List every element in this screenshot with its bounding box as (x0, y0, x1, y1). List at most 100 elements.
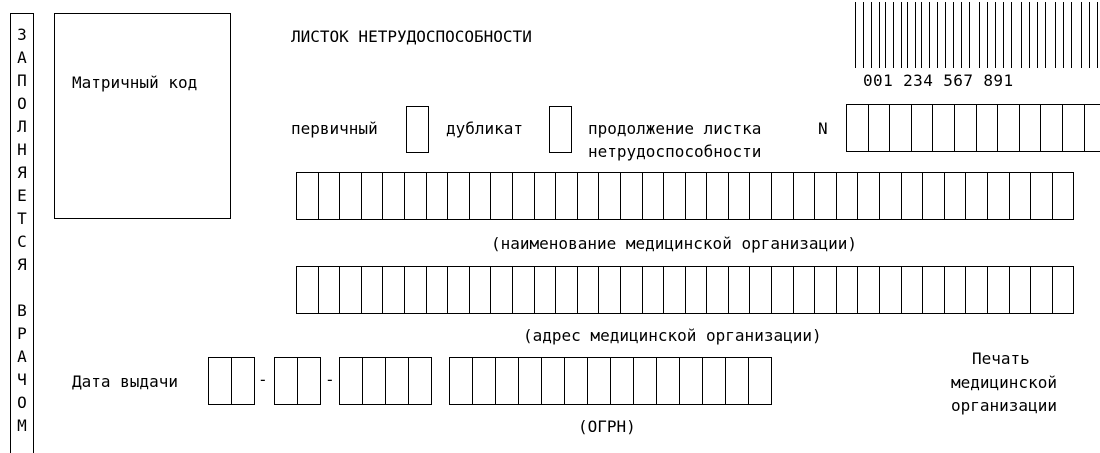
input-cell[interactable] (533, 172, 557, 220)
input-cell[interactable] (679, 357, 703, 405)
input-cell[interactable] (889, 104, 912, 152)
issue-year-cells[interactable] (339, 357, 432, 405)
input-cell[interactable] (943, 266, 967, 314)
input-cell[interactable] (1051, 172, 1075, 220)
input-cell[interactable] (879, 172, 902, 220)
input-cell[interactable] (846, 104, 869, 152)
input-cell[interactable] (702, 357, 726, 405)
input-cell[interactable] (706, 266, 729, 314)
input-cell[interactable] (403, 266, 427, 314)
input-cell[interactable] (727, 266, 751, 314)
input-cell[interactable] (598, 172, 621, 220)
input-cell[interactable] (382, 172, 405, 220)
input-cell[interactable] (587, 357, 611, 405)
input-cell[interactable] (835, 172, 859, 220)
input-cell[interactable] (857, 266, 881, 314)
input-cell[interactable] (317, 266, 341, 314)
input-cell[interactable] (518, 357, 542, 405)
input-cell[interactable] (1008, 172, 1032, 220)
input-cell[interactable] (932, 104, 955, 152)
input-cell[interactable] (339, 266, 362, 314)
input-cell[interactable] (339, 357, 363, 405)
input-cell[interactable] (360, 172, 384, 220)
input-cell[interactable] (449, 357, 473, 405)
input-cell[interactable] (511, 266, 535, 314)
duplicate-checkbox[interactable] (549, 106, 572, 153)
sheet-number-cells[interactable] (846, 104, 1100, 152)
input-cell[interactable] (1008, 266, 1032, 314)
input-cell[interactable] (953, 104, 977, 152)
input-cell[interactable] (663, 266, 686, 314)
input-cell[interactable] (725, 357, 749, 405)
input-cell[interactable] (749, 266, 773, 314)
input-cell[interactable] (533, 266, 557, 314)
input-cell[interactable] (317, 172, 341, 220)
input-cell[interactable] (555, 266, 578, 314)
input-cell[interactable] (641, 266, 665, 314)
input-cell[interactable] (910, 104, 934, 152)
input-cell[interactable] (619, 172, 643, 220)
input-cell[interactable] (619, 266, 643, 314)
primary-checkbox[interactable] (406, 106, 429, 153)
input-cell[interactable] (610, 357, 634, 405)
input-cell[interactable] (472, 357, 496, 405)
ogrn-cells[interactable] (449, 357, 772, 405)
input-cell[interactable] (1030, 172, 1053, 220)
input-cell[interactable] (362, 357, 386, 405)
org-name-cells[interactable] (296, 172, 1075, 220)
input-cell[interactable] (425, 266, 449, 314)
input-cell[interactable] (965, 172, 988, 220)
input-cell[interactable] (468, 172, 492, 220)
input-cell[interactable] (425, 172, 449, 220)
input-cell[interactable] (1061, 104, 1085, 152)
input-cell[interactable] (792, 172, 816, 220)
input-cell[interactable] (297, 357, 321, 405)
input-cell[interactable] (900, 266, 924, 314)
input-cell[interactable] (684, 266, 708, 314)
org-address-cells[interactable] (296, 266, 1075, 314)
issue-day-cells[interactable] (208, 357, 255, 405)
input-cell[interactable] (555, 172, 578, 220)
input-cell[interactable] (922, 172, 945, 220)
input-cell[interactable] (867, 104, 891, 152)
input-cell[interactable] (997, 104, 1020, 152)
input-cell[interactable] (564, 357, 588, 405)
input-cell[interactable] (771, 266, 794, 314)
input-cell[interactable] (598, 266, 621, 314)
input-cell[interactable] (641, 172, 665, 220)
input-cell[interactable] (857, 172, 881, 220)
input-cell[interactable] (987, 266, 1010, 314)
input-cell[interactable] (296, 172, 319, 220)
input-cell[interactable] (975, 104, 999, 152)
input-cell[interactable] (706, 172, 729, 220)
input-cell[interactable] (727, 172, 751, 220)
input-cell[interactable] (748, 357, 772, 405)
input-cell[interactable] (382, 266, 405, 314)
input-cell[interactable] (385, 357, 409, 405)
input-cell[interactable] (879, 266, 902, 314)
input-cell[interactable] (447, 266, 470, 314)
input-cell[interactable] (339, 172, 362, 220)
input-cell[interactable] (296, 266, 319, 314)
input-cell[interactable] (835, 266, 859, 314)
input-cell[interactable] (576, 172, 600, 220)
input-cell[interactable] (468, 266, 492, 314)
input-cell[interactable] (447, 172, 470, 220)
input-cell[interactable] (1083, 104, 1100, 152)
input-cell[interactable] (633, 357, 657, 405)
input-cell[interactable] (360, 266, 384, 314)
input-cell[interactable] (900, 172, 924, 220)
input-cell[interactable] (408, 357, 432, 405)
input-cell[interactable] (511, 172, 535, 220)
input-cell[interactable] (495, 357, 519, 405)
input-cell[interactable] (987, 172, 1010, 220)
input-cell[interactable] (1030, 266, 1053, 314)
input-cell[interactable] (1051, 266, 1075, 314)
input-cell[interactable] (656, 357, 680, 405)
input-cell[interactable] (403, 172, 427, 220)
input-cell[interactable] (814, 172, 837, 220)
input-cell[interactable] (208, 357, 232, 405)
input-cell[interactable] (792, 266, 816, 314)
input-cell[interactable] (490, 172, 513, 220)
input-cell[interactable] (274, 357, 298, 405)
